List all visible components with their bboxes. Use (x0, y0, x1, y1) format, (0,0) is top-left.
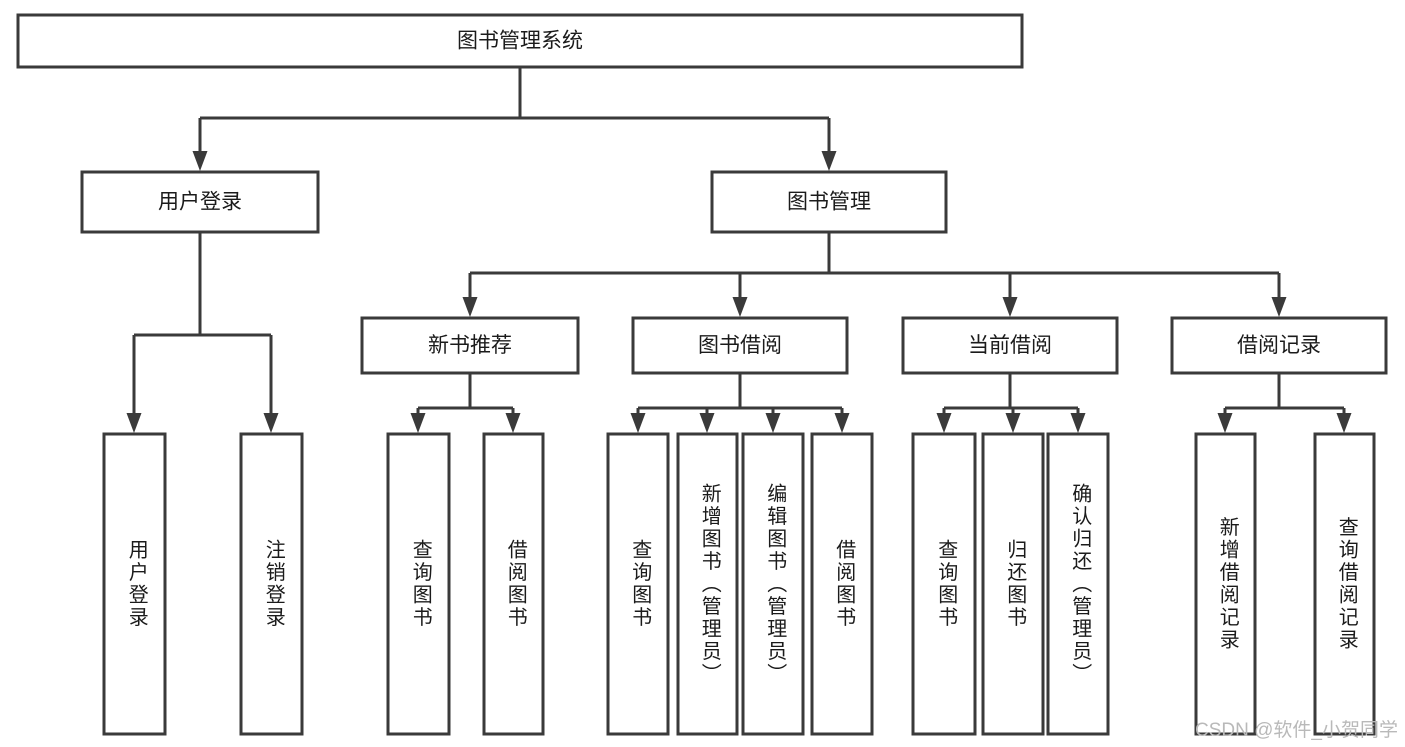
node-leaf-borrow-book-1[interactable]: 借阅图书 (482, 432, 545, 736)
node-leaf-query-book-3-label: 查询图书 (935, 539, 958, 629)
arrow-to-leaf-query-book-2 (630, 408, 646, 433)
connector-bus-root (200, 67, 829, 120)
node-leaf-query-record-label: 查询借阅记录 (1335, 516, 1358, 651)
node-current-borrow-label: 当前借阅 (968, 334, 1052, 357)
node-book-manage-label: 图书管理 (787, 191, 871, 214)
arrow-to-new-book-recommend (462, 273, 478, 317)
node-leaf-add-book-label: 新增图书（管理员） (698, 482, 721, 685)
node-book-borrow-label: 图书借阅 (698, 334, 782, 357)
node-current-borrow-box[interactable] (901, 316, 1119, 375)
node-leaf-query-record[interactable]: 查询借阅记录 (1313, 432, 1376, 736)
node-leaf-query-record-box[interactable] (1313, 432, 1376, 736)
arrow-to-leaf-borrow-book-1 (505, 408, 521, 433)
node-leaf-user-login-label: 用户登录 (125, 539, 148, 629)
node-borrow-record-box[interactable] (1170, 316, 1388, 375)
node-user-login[interactable]: 用户登录 (80, 170, 320, 234)
arrow-to-leaf-confirm-return (1070, 408, 1086, 433)
node-leaf-borrow-book-2-box[interactable] (810, 432, 874, 736)
node-user-login-label: 用户登录 (158, 191, 242, 214)
node-user-login-box[interactable] (80, 170, 320, 234)
node-leaf-add-record-label: 新增借阅记录 (1216, 516, 1239, 651)
arrow-to-leaf-user-login (126, 335, 142, 433)
node-current-borrow[interactable]: 当前借阅 (901, 316, 1119, 375)
node-leaf-query-book-3[interactable]: 查询图书 (911, 432, 977, 736)
node-book-manage[interactable]: 图书管理 (710, 170, 948, 234)
arrow-to-leaf-logout (263, 335, 279, 433)
node-leaf-return-book[interactable]: 归还图书 (981, 432, 1045, 736)
node-leaf-confirm-return[interactable]: 确认归还（管理员） (1046, 432, 1110, 736)
arrow-to-leaf-borrow-book-2 (834, 408, 850, 433)
node-new-book-recommend-label: 新书推荐 (428, 334, 512, 357)
node-leaf-query-book-2[interactable]: 查询图书 (606, 432, 670, 736)
node-leaf-query-book-2-label: 查询图书 (629, 539, 652, 629)
node-leaf-logout-box[interactable] (239, 432, 304, 736)
node-leaf-borrow-book-1-label: 借阅图书 (504, 539, 527, 629)
node-leaf-return-book-box[interactable] (981, 432, 1045, 736)
arrow-to-borrow-record (1271, 273, 1287, 317)
arrow-to-leaf-query-book-1 (410, 408, 426, 433)
node-leaf-add-record-box[interactable] (1194, 432, 1257, 736)
node-leaf-add-book[interactable]: 新增图书（管理员） (676, 432, 739, 736)
node-leaf-query-book-1-box[interactable] (386, 432, 451, 736)
node-root-box[interactable] (16, 13, 1024, 69)
connector-bus-borrow-record (1225, 373, 1344, 410)
node-leaf-add-book-box[interactable] (676, 432, 739, 736)
arrow-to-leaf-query-record (1336, 408, 1352, 433)
node-borrow-record-label: 借阅记录 (1237, 334, 1321, 357)
arrow-to-user-login (192, 118, 208, 171)
node-layer: 图书管理系统用户登录图书管理新书推荐图书借阅当前借阅借阅记录用户登录注销登录查询… (16, 13, 1388, 736)
node-book-borrow-box[interactable] (631, 316, 849, 375)
node-leaf-confirm-return-label: 确认归还（管理员） (1069, 482, 1092, 685)
node-leaf-logout-label: 注销登录 (262, 539, 285, 629)
node-leaf-borrow-book-1-box[interactable] (482, 432, 545, 736)
node-leaf-query-book-2-box[interactable] (606, 432, 670, 736)
connector-bus-book-borrow (638, 373, 842, 410)
connector-bus-new-book (418, 373, 513, 410)
arrow-to-current-borrow (1002, 273, 1018, 317)
node-new-book-recommend-box[interactable] (360, 316, 580, 375)
node-root[interactable]: 图书管理系统 (16, 13, 1024, 69)
node-leaf-edit-book-box[interactable] (741, 432, 805, 736)
node-leaf-edit-book[interactable]: 编辑图书（管理员） (741, 432, 805, 736)
node-borrow-record[interactable]: 借阅记录 (1170, 316, 1388, 375)
node-leaf-user-login-box[interactable] (102, 432, 167, 736)
connector-bus-book-manage (470, 232, 1279, 275)
connector-bus-user-login (134, 232, 271, 337)
node-leaf-confirm-return-box[interactable] (1046, 432, 1110, 736)
node-book-manage-box[interactable] (710, 170, 948, 234)
node-leaf-add-record[interactable]: 新增借阅记录 (1194, 432, 1257, 736)
node-leaf-query-book-1[interactable]: 查询图书 (386, 432, 451, 736)
arrow-to-book-borrow (732, 273, 748, 317)
connector-bus-current-borrow (944, 373, 1078, 410)
node-leaf-query-book-1-label: 查询图书 (409, 539, 432, 629)
arrow-to-leaf-add-book (699, 408, 715, 433)
node-leaf-query-book-3-box[interactable] (911, 432, 977, 736)
node-leaf-edit-book-label: 编辑图书（管理员） (764, 482, 787, 685)
arrow-to-leaf-return-book (1005, 408, 1021, 433)
node-leaf-borrow-book-2[interactable]: 借阅图书 (810, 432, 874, 736)
arrow-to-leaf-edit-book (765, 408, 781, 433)
node-book-borrow[interactable]: 图书借阅 (631, 316, 849, 375)
node-leaf-user-login[interactable]: 用户登录 (102, 432, 167, 736)
node-new-book-recommend[interactable]: 新书推荐 (360, 316, 580, 375)
arrow-to-leaf-query-book-3 (936, 408, 952, 433)
node-leaf-borrow-book-2-label: 借阅图书 (833, 539, 856, 629)
connector-layer (126, 67, 1352, 433)
node-leaf-return-book-label: 归还图书 (1004, 539, 1027, 629)
arrow-to-book-manage (821, 118, 837, 171)
node-leaf-logout[interactable]: 注销登录 (239, 432, 304, 736)
node-root-label: 图书管理系统 (457, 30, 583, 53)
arrow-to-leaf-add-record (1217, 408, 1233, 433)
csdn-watermark: CSDN @软件_小贺同学 (1195, 719, 1398, 741)
